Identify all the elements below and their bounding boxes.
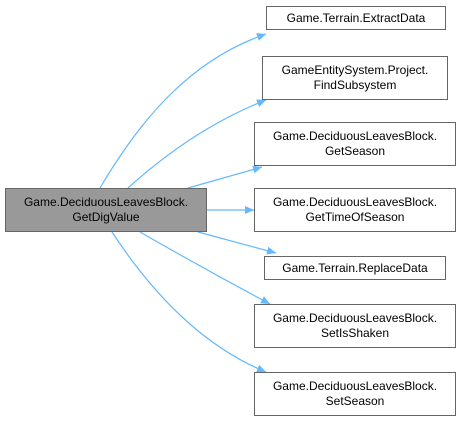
node-replacedata-label: Game.Terrain.ReplaceData — [282, 260, 428, 275]
node-source-line1: Game.DeciduousLeavesBlock. — [23, 195, 189, 209]
node-findsubsystem-line2: FindSubsystem — [313, 78, 397, 92]
edge-to-extractdata — [99, 33, 267, 189]
node-gettimeofseason-line2: GetTimeOfSeason — [305, 210, 405, 224]
node-gettimeofseason-line1: Game.DeciduousLeavesBlock. — [272, 195, 438, 209]
edge-to-setisshaken — [139, 231, 271, 305]
node-getseason[interactable]: Game.DeciduousLeavesBlock. GetSeason — [254, 122, 456, 166]
node-findsubsystem-line1: GameEntitySystem.Project. — [281, 63, 429, 77]
node-findsubsystem[interactable]: GameEntitySystem.Project. FindSubsystem — [262, 56, 448, 100]
node-gettimeofseason[interactable]: Game.DeciduousLeavesBlock. GetTimeOfSeas… — [254, 188, 456, 232]
edge-to-replacedata — [197, 231, 277, 255]
node-extractdata-label: Game.Terrain.ExtractData — [286, 10, 426, 25]
edge-to-getseason — [187, 165, 263, 189]
node-setisshaken-line1: Game.DeciduousLeavesBlock. — [272, 311, 438, 325]
node-setisshaken-line2: SetIsShaken — [320, 326, 390, 340]
node-replacedata[interactable]: Game.Terrain.ReplaceData — [264, 256, 446, 280]
node-setisshaken[interactable]: Game.DeciduousLeavesBlock. SetIsShaken — [254, 304, 456, 348]
edge-to-findsubsystem — [127, 99, 267, 189]
node-setseason-line1: Game.DeciduousLeavesBlock. — [272, 379, 438, 393]
node-getseason-line1: Game.DeciduousLeavesBlock. — [272, 129, 438, 143]
node-setseason-line2: SetSeason — [325, 394, 385, 408]
node-getseason-line2: GetSeason — [324, 144, 386, 158]
node-extractdata[interactable]: Game.Terrain.ExtractData — [266, 6, 446, 30]
node-source-line2: GetDigValue — [72, 210, 140, 224]
edge-to-setseason — [111, 231, 267, 373]
node-setseason[interactable]: Game.DeciduousLeavesBlock. SetSeason — [254, 372, 456, 416]
node-source[interactable]: Game.DeciduousLeavesBlock. GetDigValue — [5, 188, 207, 232]
